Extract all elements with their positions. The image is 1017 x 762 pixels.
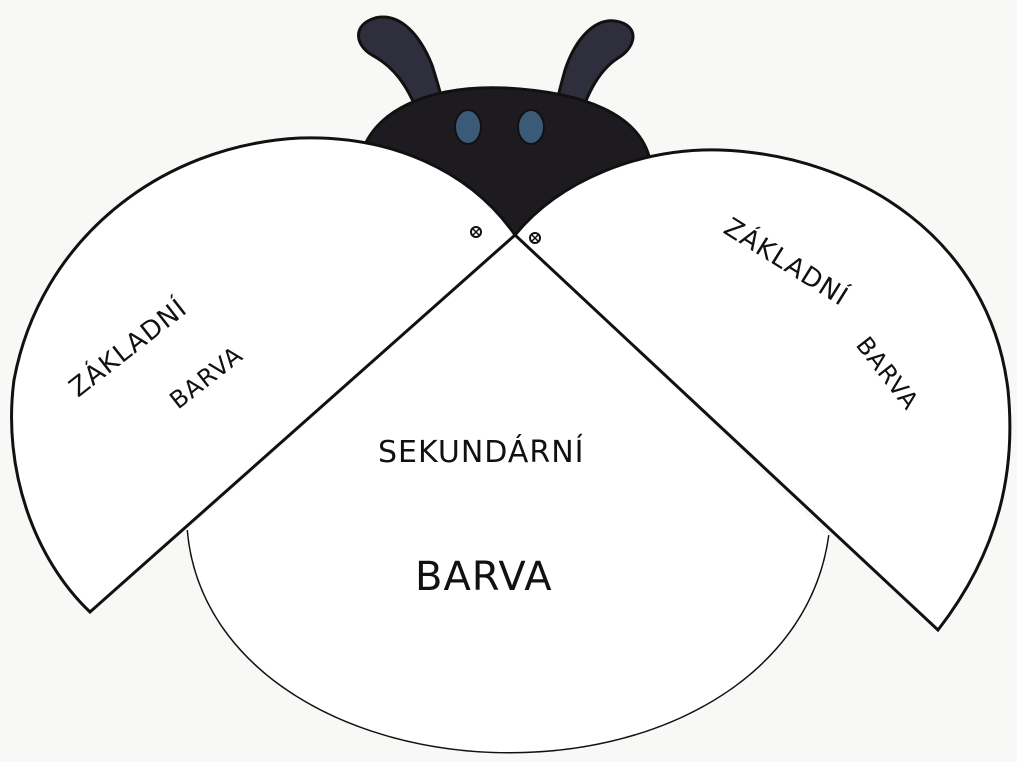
left-pin: [471, 227, 481, 237]
left-eye: [455, 110, 481, 144]
right-eye: [518, 110, 544, 144]
right-pin: [530, 233, 540, 243]
body-label-line1: SEKUNDÁRNÍ: [378, 434, 585, 470]
body-label-line2: BARVA: [415, 554, 553, 600]
